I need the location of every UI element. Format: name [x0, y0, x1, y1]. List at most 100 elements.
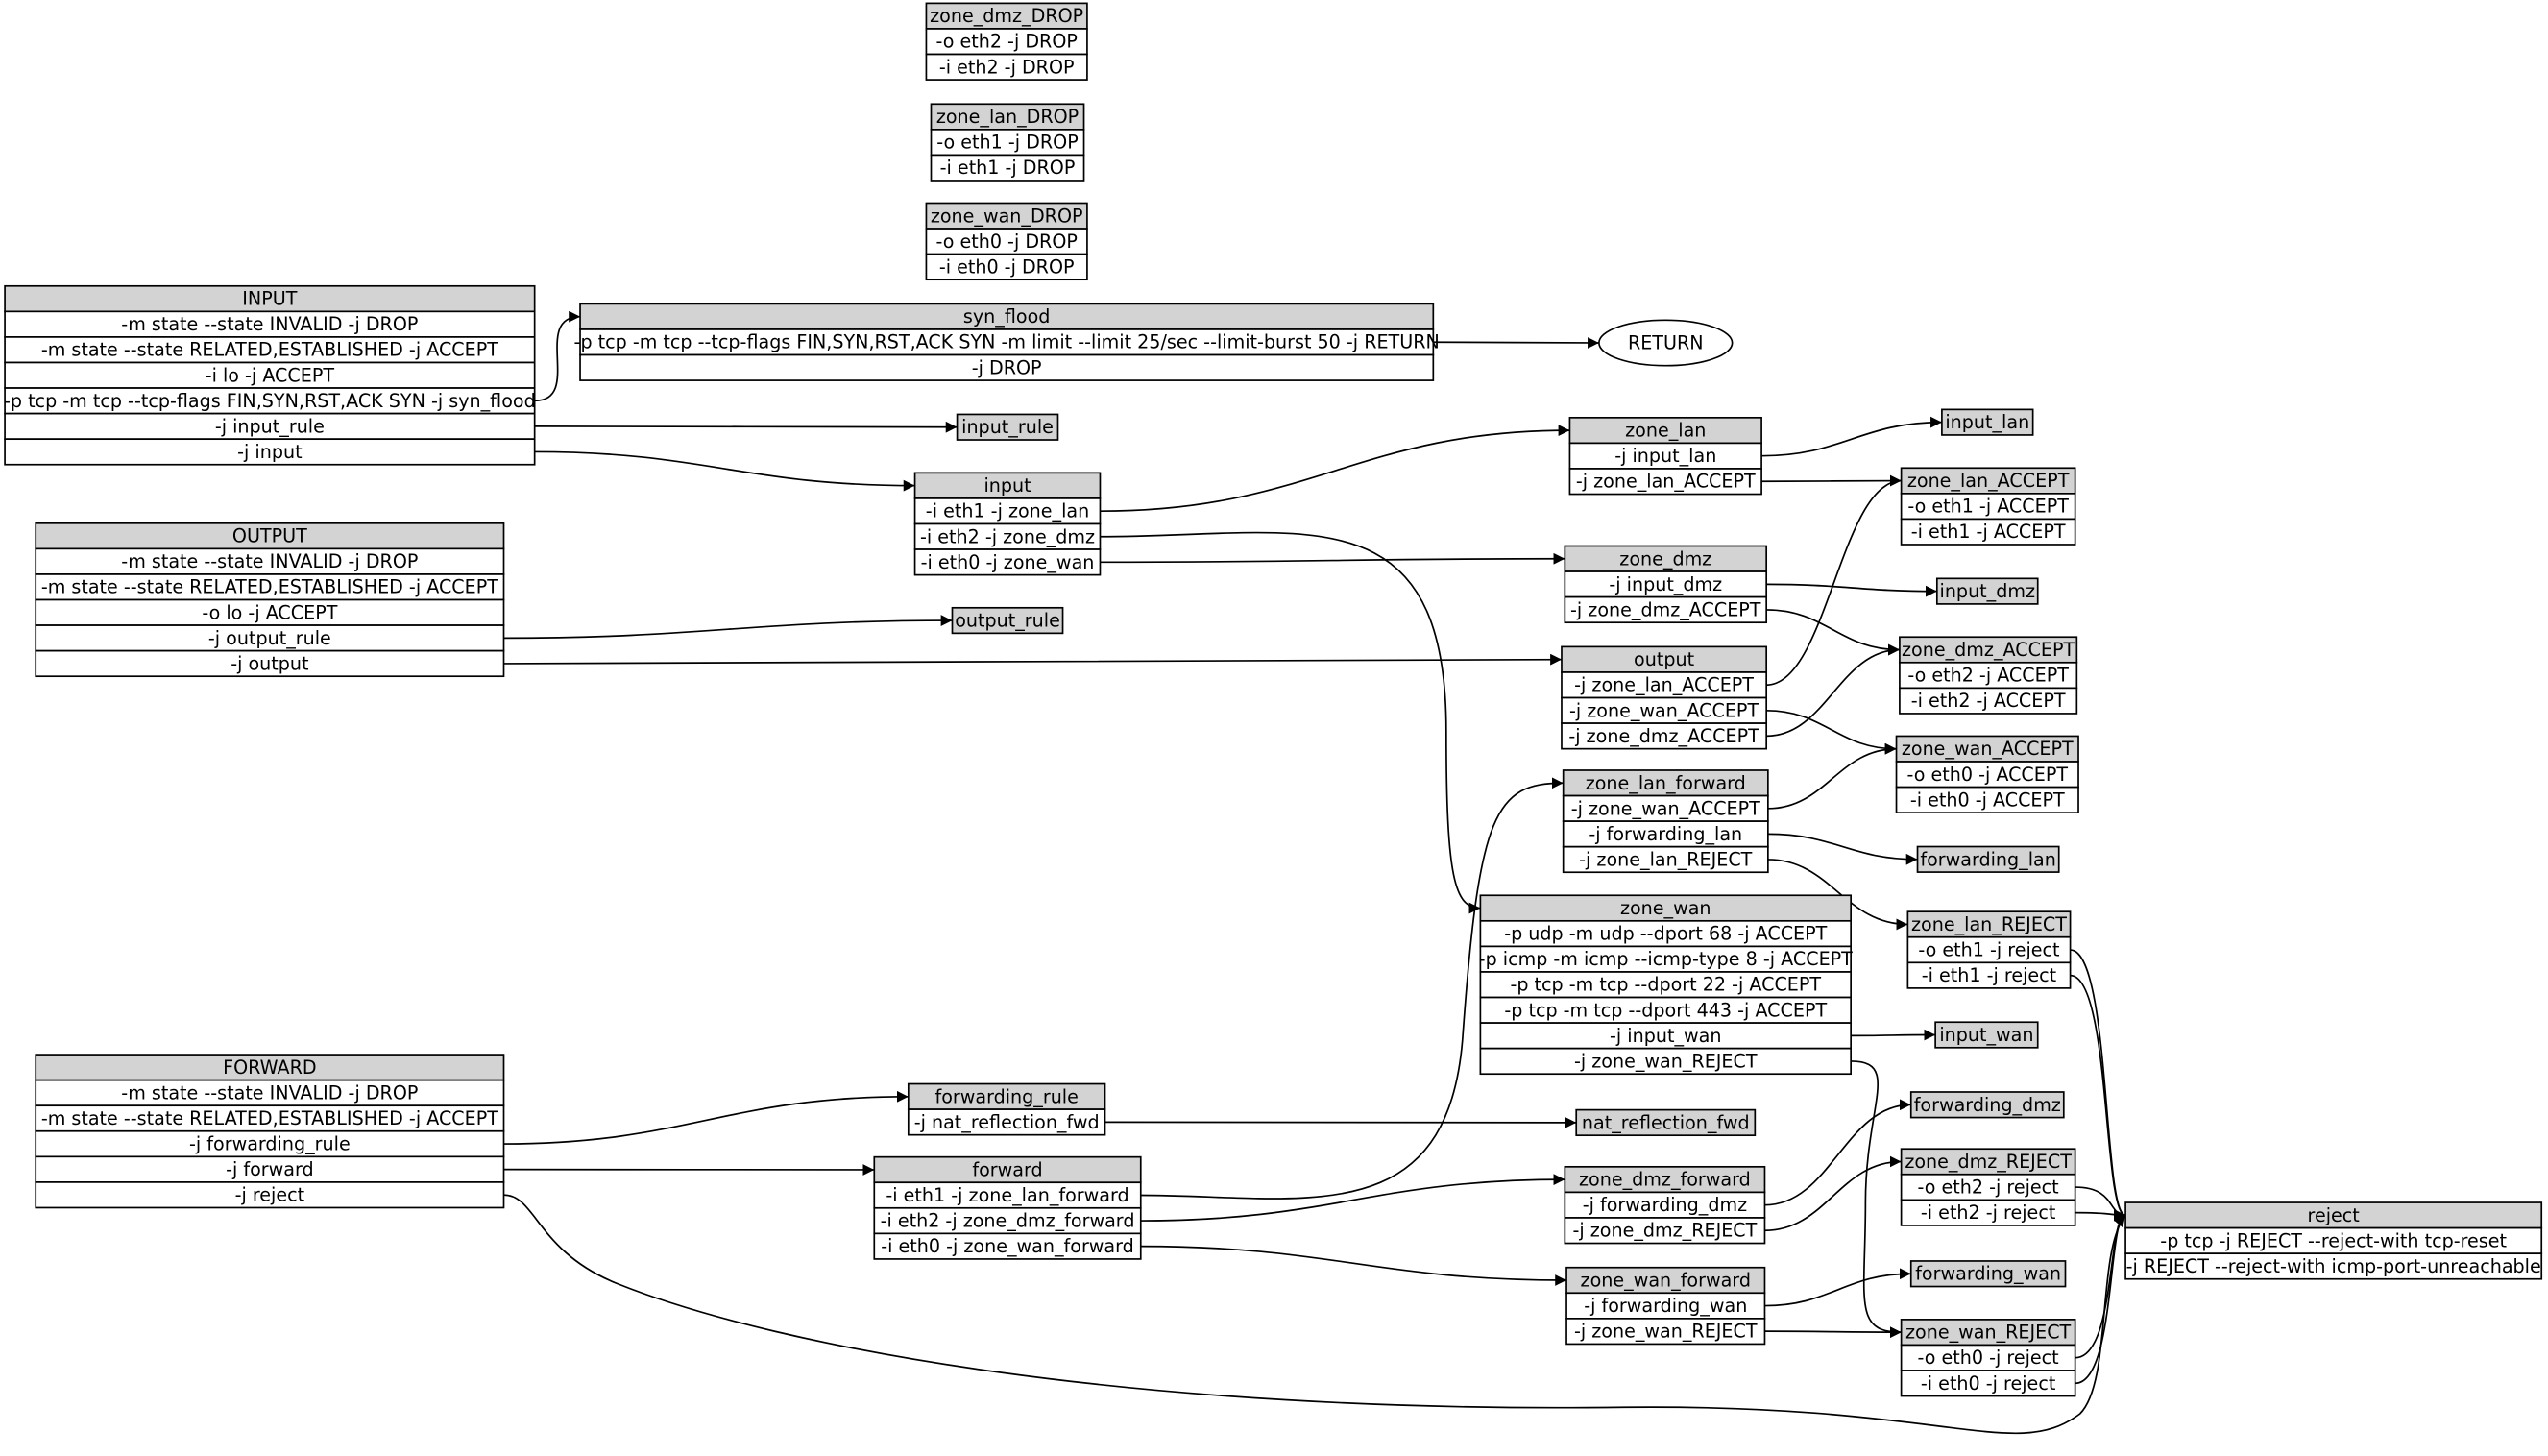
chain-node-zone-dmz-forward[interactable]: zone_dmz_forward-j forwarding_dmz-j zone…: [1564, 1165, 1766, 1245]
rule-row[interactable]: [907, 1108, 1106, 1136]
chain-node-zone-dmz-drop[interactable]: zone_dmz_DROP-o eth2 -j DROP-i eth2 -j D…: [925, 2, 1088, 81]
rule-row[interactable]: [2124, 1226, 2543, 1255]
rule-row[interactable]: [35, 1104, 505, 1132]
chain-node-zone-wan[interactable]: zone_wan-p udp -m udp --dport 68 -j ACCE…: [1479, 894, 1853, 1076]
rule-row[interactable]: [1562, 845, 1769, 874]
rule-row[interactable]: [1561, 696, 1768, 724]
rule-row[interactable]: [4, 438, 536, 466]
rule-row[interactable]: [1479, 1047, 1852, 1076]
chain-node-zone-lan-reject[interactable]: zone_lan_REJECT-o eth1 -j reject-i eth1 …: [1906, 910, 2072, 989]
return-ellipse: [1598, 319, 1734, 367]
rule-row[interactable]: [1479, 919, 1852, 948]
rule-row[interactable]: [1900, 1370, 2076, 1397]
rule-row[interactable]: [1564, 595, 1768, 624]
rule-row[interactable]: [1561, 722, 1768, 750]
chain-node-zone-lan[interactable]: zone_lan-j input_lan-j zone_lan_ACCEPT: [1568, 416, 1762, 496]
rule-row[interactable]: [1900, 1173, 2076, 1201]
rule-row[interactable]: [1895, 761, 2079, 789]
rule-row[interactable]: [579, 328, 1435, 356]
chain-node-zone-wan-drop[interactable]: zone_wan_DROP-o eth0 -j DROP-i eth0 -j D…: [925, 202, 1088, 281]
rule-text: -o eth1 -j DROP: [936, 132, 1078, 154]
chain-node-forwarding-rule[interactable]: forwarding_rule-j nat_reflection_fwd: [907, 1082, 1106, 1136]
rule-row[interactable]: [1564, 570, 1768, 598]
chain-node-input[interactable]: input-i eth1 -j zone_lan-i eth2 -j zone_…: [913, 472, 1102, 576]
edges-layer: [503, 310, 2126, 1435]
rule-row[interactable]: [1895, 786, 2079, 813]
rule-text: -m state --state INVALID -j DROP: [121, 313, 418, 335]
chain-node-forward[interactable]: FORWARD-m state --state INVALID -j DROP-…: [35, 1054, 505, 1209]
chain-node-nat-reflection-fwd[interactable]: nat_reflection_fwd: [1575, 1108, 1757, 1137]
chain-node-forwarding-dmz[interactable]: forwarding_dmz: [1909, 1091, 2065, 1119]
rule-row[interactable]: [2124, 1252, 2543, 1280]
rule-row[interactable]: [35, 1079, 505, 1107]
rule-row[interactable]: [1565, 1318, 1766, 1346]
rule-row[interactable]: [35, 649, 505, 678]
chain-header: [1909, 1260, 2067, 1288]
chain-node-input-dmz[interactable]: input_dmz: [1935, 577, 2039, 605]
chain-node-input-wan[interactable]: input_wan: [1934, 1021, 2039, 1049]
rule-row[interactable]: [4, 310, 536, 338]
rule-row[interactable]: [1479, 996, 1852, 1024]
rule-row[interactable]: [925, 253, 1088, 281]
chain-header: [873, 1155, 1142, 1184]
rule-row[interactable]: [1568, 468, 1762, 496]
rule-row[interactable]: [1900, 1199, 2076, 1226]
chain-node-forwarding-lan[interactable]: forwarding_lan: [1916, 845, 2060, 873]
rule-row[interactable]: [930, 154, 1085, 182]
rule-row[interactable]: [35, 573, 505, 601]
rule-row[interactable]: [1906, 935, 2072, 964]
chain-title: zone_dmz_ACCEPT: [1902, 639, 2075, 661]
rule-row[interactable]: [1900, 518, 2076, 546]
rule-row[interactable]: [4, 336, 536, 364]
chain-node-output-rule[interactable]: output_rule: [951, 606, 1064, 635]
rule-row[interactable]: [913, 548, 1102, 576]
chain-node-input-lan[interactable]: input_lan: [1941, 408, 2034, 436]
chain-node-zone-lan-accept[interactable]: zone_lan_ACCEPT-o eth1 -j ACCEPT-i eth1 …: [1900, 467, 2076, 546]
rule-row[interactable]: [1906, 961, 2072, 989]
rule-row[interactable]: [925, 228, 1088, 255]
chain-node-zone-dmz[interactable]: zone_dmz-j input_dmz-j zone_dmz_ACCEPT: [1564, 545, 1768, 624]
rule-row[interactable]: [1565, 1292, 1766, 1320]
rule-row[interactable]: [1564, 1217, 1766, 1245]
rule-row[interactable]: [4, 387, 536, 415]
node-title: RETURN: [1628, 332, 1704, 354]
chain-node-syn-flood[interactable]: syn_flood-p tcp -m tcp --tcp-flags FIN,S…: [574, 303, 1440, 381]
rule-row[interactable]: [1479, 971, 1852, 999]
rule-row[interactable]: [4, 412, 536, 441]
chain-node-zone-lan-forward[interactable]: zone_lan_forward-j zone_wan_ACCEPT-j for…: [1562, 769, 1769, 874]
chain-node-input[interactable]: INPUT-m state --state INVALID -j DROP-m …: [4, 284, 536, 466]
chain-node-zone-dmz-accept[interactable]: zone_dmz_ACCEPT-o eth2 -j ACCEPT-i eth2 …: [1899, 636, 2078, 715]
chain-node-forwarding-wan[interactable]: forwarding_wan: [1909, 1260, 2067, 1288]
rule-row[interactable]: [1899, 687, 2078, 715]
rule-row[interactable]: [35, 1155, 505, 1183]
edge-output-to-zone_wan_accept: [1766, 709, 1897, 755]
chain-node-output[interactable]: output-j zone_lan_ACCEPT-j zone_wan_ACCE…: [1561, 645, 1768, 750]
rule-row[interactable]: [925, 53, 1088, 81]
chain-node-zone-dmz-reject[interactable]: zone_dmz_REJECT-o eth2 -j reject-i eth2 …: [1900, 1148, 2076, 1226]
rule-row[interactable]: [35, 1181, 505, 1209]
chain-node-zone-wan-accept[interactable]: zone_wan_ACCEPT-o eth0 -j ACCEPT-i eth0 …: [1895, 735, 2079, 813]
rule-row[interactable]: [35, 547, 505, 575]
rule-row[interactable]: [1562, 820, 1769, 848]
rule-row[interactable]: [35, 624, 505, 652]
chain-node-zone-wan-reject[interactable]: zone_wan_REJECT-o eth0 -j reject-i eth0 …: [1900, 1319, 2076, 1397]
rule-text: -j zone_dmz_ACCEPT: [1570, 598, 1761, 620]
chain-node-input-rule[interactable]: input_rule: [956, 413, 1059, 441]
chain-node-forward[interactable]: forward-i eth1 -j zone_lan_forward-i eth…: [873, 1155, 1142, 1260]
rule-text: -j input_wan: [1610, 1025, 1721, 1047]
rule-text: -j zone_dmz_ACCEPT: [1568, 725, 1759, 747]
rule-row[interactable]: [1479, 945, 1852, 973]
edge-zone_lan_reject-to-reject: [2070, 974, 2126, 1222]
chain-node-zone-wan-forward[interactable]: zone_wan_forward-j forwarding_wan-j zone…: [1565, 1266, 1766, 1346]
chain-header: [1562, 769, 1769, 797]
chain-node-output[interactable]: OUTPUT-m state --state INVALID -j DROP-m…: [35, 522, 505, 678]
rule-row[interactable]: [579, 353, 1435, 381]
rule-row[interactable]: [873, 1206, 1142, 1235]
chain-node-zone-lan-drop[interactable]: zone_lan_DROP-o eth1 -j DROP-i eth1 -j D…: [930, 103, 1085, 182]
rule-row[interactable]: [930, 129, 1085, 157]
rule-row[interactable]: [873, 1232, 1142, 1260]
chain-node-reject[interactable]: reject-p tcp -j REJECT --reject-with tcp…: [2124, 1201, 2543, 1280]
chain-node-return[interactable]: RETURN: [1598, 319, 1734, 367]
rule-row[interactable]: [913, 522, 1102, 550]
